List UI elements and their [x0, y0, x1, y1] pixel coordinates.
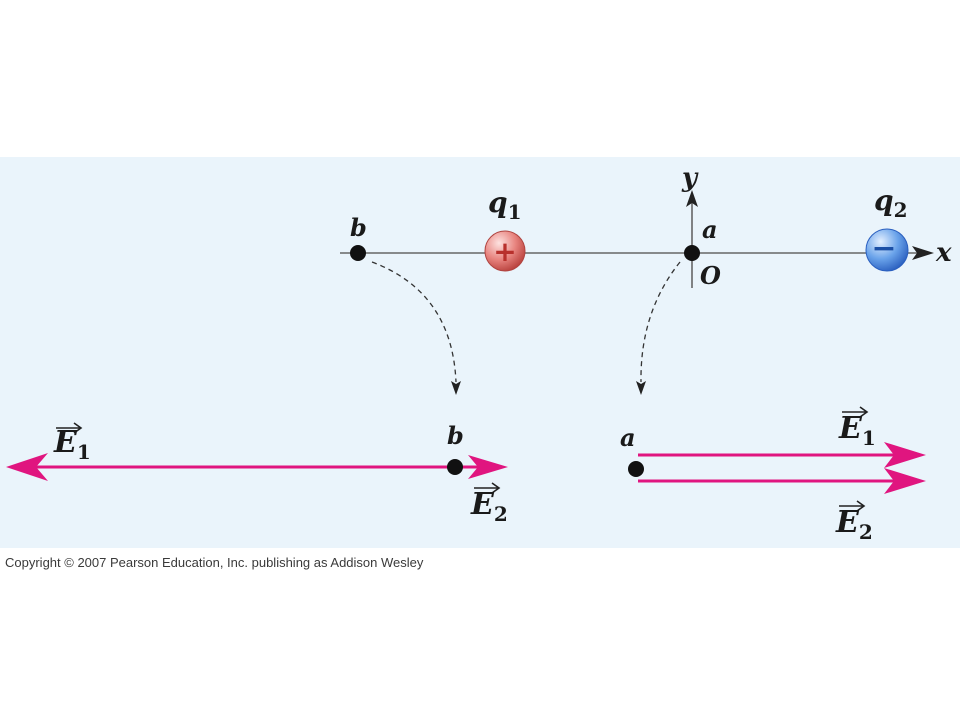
point-a-dot — [684, 245, 700, 261]
diagram-panel — [0, 157, 960, 548]
copyright-notice: Copyright © 2007 Pearson Education, Inc.… — [5, 555, 424, 570]
charge-q2-subscript: 2 — [894, 198, 908, 222]
point-a-vector-dot — [628, 461, 644, 477]
point-b-vector-label: b — [447, 421, 464, 450]
vector-e2-at-b-head — [468, 455, 508, 479]
point-a-vector-label: a — [620, 423, 636, 452]
vector-e1-at-a-head — [884, 442, 926, 468]
svg-text:E1: E1 — [53, 425, 91, 464]
charge-q2-symbol: q — [874, 184, 894, 217]
charge-q1-sign: + — [493, 235, 516, 268]
origin-label: O — [700, 261, 721, 290]
x-axis-arrowhead — [912, 246, 934, 260]
dashed-arrow-a-head — [636, 381, 646, 395]
charge-q1-ball — [484, 230, 526, 272]
label-e1-at-a: E1 — [838, 406, 876, 450]
vector-e2-at-a-head — [884, 468, 926, 494]
svg-text:E1: E1 — [838, 411, 876, 450]
dashed-arrow-b-head — [451, 381, 461, 395]
point-a-label: a — [702, 215, 718, 244]
charge-q1-subscript: 1 — [508, 200, 522, 224]
svg-text:E2: E2 — [470, 487, 508, 526]
dashed-arrow-a — [640, 261, 681, 383]
x-axis-label: x — [935, 238, 952, 268]
charge-q2-sign: − — [871, 231, 896, 266]
charge-q2-label: q2 — [874, 184, 908, 222]
point-b-vector-dot — [447, 459, 463, 475]
label-e2-at-b: E2 — [470, 482, 508, 526]
charge-q2-ball — [865, 228, 909, 272]
dashed-arrow-b — [371, 261, 457, 383]
svg-text:E2: E2 — [835, 505, 873, 544]
y-axis-arrowhead — [686, 190, 698, 207]
vector-e1-at-b-head — [6, 453, 48, 481]
label-e1-at-b: E1 — [53, 422, 91, 464]
label-e2-at-a: E2 — [835, 500, 873, 544]
y-axis-label: y — [681, 163, 699, 193]
point-b-dot — [350, 245, 366, 261]
charge-q1-symbol: q — [488, 186, 508, 219]
point-b-label: b — [350, 213, 367, 242]
charge-q1-label: q1 — [488, 186, 522, 224]
